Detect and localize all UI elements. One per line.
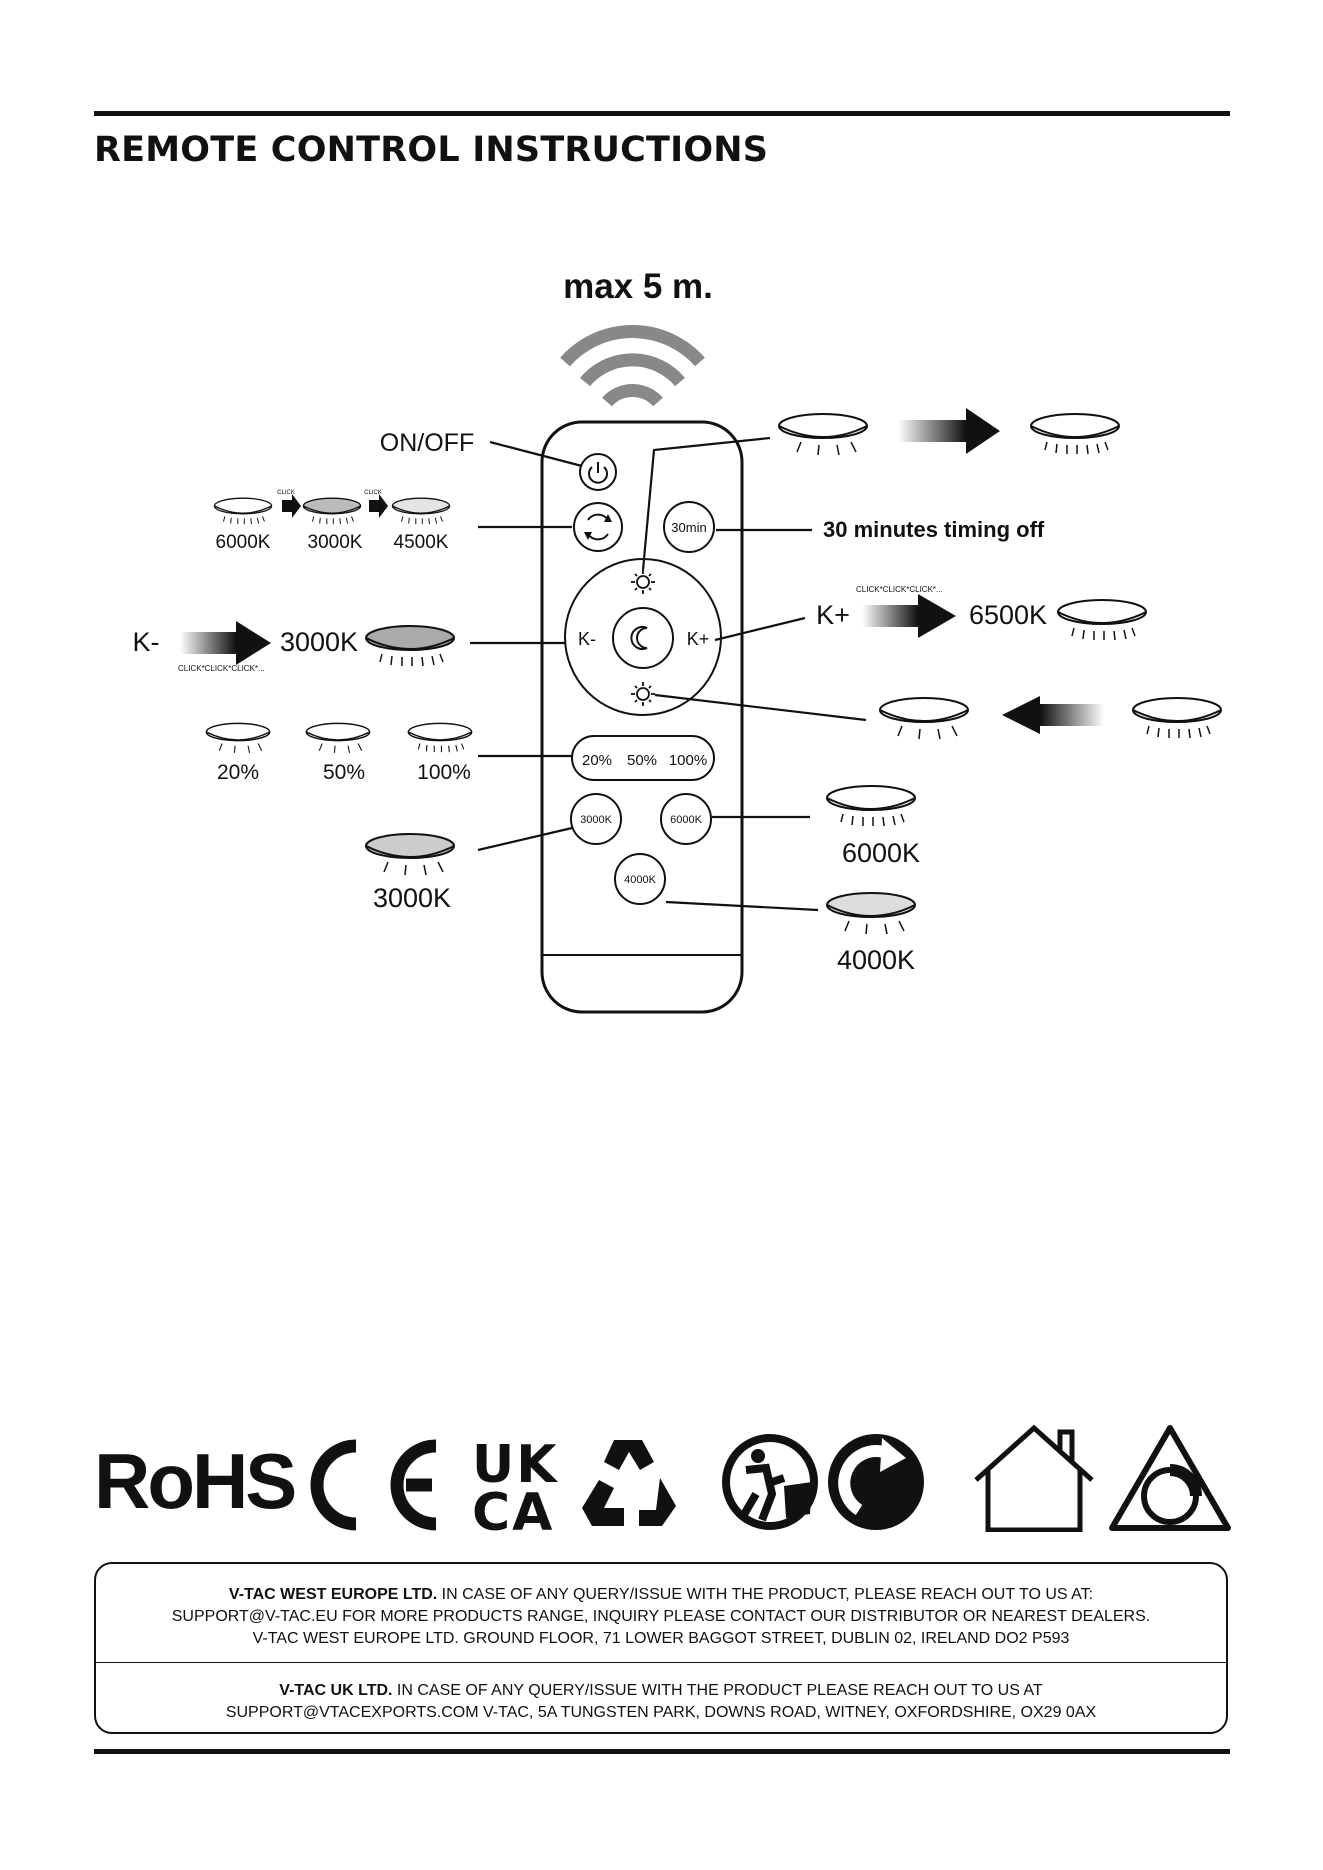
- power-button[interactable]: [579, 453, 617, 491]
- k-plus-row-clicks: CLICK*CLICK*CLICK*...: [856, 585, 943, 594]
- k-minus-button[interactable]: K-: [578, 629, 596, 649]
- tidyman-icon: [722, 1434, 818, 1530]
- dimming-illustration: 20% 50% 100%: [205, 722, 473, 784]
- uk-line1: IN CASE OF ANY QUERY/ISSUE WITH THE PROD…: [392, 1682, 1043, 1699]
- ukca-bottom: CA: [472, 1483, 554, 1532]
- cycle-button[interactable]: [573, 502, 623, 552]
- dim-row-100: 100%: [417, 761, 471, 784]
- page-title: REMOTE CONTROL INSTRUCTIONS: [94, 130, 769, 170]
- top-rule: [94, 111, 1230, 116]
- green-dot-icon: [828, 1434, 924, 1530]
- ukca-top: UK: [472, 1435, 559, 1495]
- preset-4000k-label: 4000K: [624, 874, 656, 886]
- cycle-click-1: CLICK: [277, 490, 295, 496]
- k-minus-row-clicks: CLICK*CLICK*CLICK*...: [178, 664, 265, 673]
- eu-line3: V-TAC WEST EUROPE LTD. GROUND FLOOR, 71 …: [252, 1630, 1070, 1647]
- range-label: max 5 m.: [563, 267, 713, 306]
- dim-100-label: 100%: [669, 752, 707, 769]
- preset-right-top-label: 6000K: [842, 838, 920, 868]
- brightness-down-illustration: [879, 696, 1222, 740]
- timer-button[interactable]: 30min: [663, 501, 715, 553]
- eu-company: V-TAC WEST EUROPE LTD.: [228, 1586, 438, 1603]
- contact-box: V-TAC WEST EUROPE LTD. IN CASE OF ANY QU…: [94, 1562, 1228, 1734]
- preset-3000k-illustration: 3000K: [365, 833, 455, 913]
- dim-50-label: 50%: [627, 752, 657, 769]
- eu-contact: V-TAC WEST EUROPE LTD. IN CASE OF ANY QU…: [96, 1584, 1226, 1650]
- night-mode-button[interactable]: [612, 607, 674, 669]
- k-plus-button-label: K+: [687, 629, 710, 649]
- k-minus-row-label: K-: [133, 627, 160, 657]
- signal-icon: [560, 325, 705, 407]
- dimming-button-group[interactable]: 20% 50% 100%: [571, 735, 715, 781]
- preset-3000k-label: 3000K: [580, 814, 612, 826]
- ukca-mark: UK CA: [472, 1435, 559, 1532]
- indoor-use-icon: [974, 1424, 1094, 1532]
- timer-button-label: 30min: [671, 520, 706, 535]
- preset-right-bottom-label: 4000K: [837, 945, 915, 975]
- rohs-mark: RoHS: [94, 1437, 294, 1525]
- timer-label: 30 minutes timing off: [823, 517, 1045, 542]
- eu-line1: IN CASE OF ANY QUERY/ISSUE WITH THE PROD…: [437, 1586, 1094, 1603]
- certification-logos: RoHS UK CA: [94, 1424, 1231, 1532]
- brightness-up-illustration: [778, 408, 1120, 456]
- cycle-illustration: CLICK CLICK 6000K 3000K 4500K: [213, 490, 451, 553]
- k-minus-illustration: K- CLICK*CLICK*CLICK*... 3000K: [133, 621, 455, 673]
- preset-6000k-label: 6000K: [670, 814, 702, 826]
- eu-line2: SUPPORT@V-TAC.EU FOR MORE PRODUCTS RANGE…: [171, 1608, 1151, 1625]
- dim-row-50: 50%: [323, 761, 365, 784]
- uk-contact: V-TAC UK LTD. IN CASE OF ANY QUERY/ISSUE…: [96, 1680, 1226, 1724]
- uk-company: V-TAC UK LTD.: [279, 1682, 393, 1699]
- cycle-value-6000k: 6000K: [216, 532, 271, 553]
- on-off-label: ON/OFF: [380, 429, 474, 457]
- k-plus-row-value: 6500K: [969, 600, 1047, 630]
- k-minus-row-value: 3000K: [280, 627, 358, 657]
- cycle-click-2: CLICK: [364, 490, 382, 496]
- k-minus-button-label: K-: [578, 629, 596, 649]
- remote-diagram: max 5 m. 30min K- K+: [133, 267, 1222, 1014]
- preset-6000k-illustration: 6000K: [826, 785, 920, 868]
- cycle-value-4500k: 4500K: [394, 532, 449, 553]
- dimmable-icon: [1109, 1425, 1231, 1531]
- cycle-value-3000k: 3000K: [308, 532, 363, 553]
- footer-divider: [96, 1662, 1226, 1663]
- bottom-rule: [94, 1749, 1230, 1754]
- k-plus-button[interactable]: K+: [687, 629, 710, 649]
- preset-3000k-button[interactable]: 3000K: [570, 793, 622, 845]
- dim-row-20: 20%: [217, 761, 259, 784]
- ce-mark: [310, 1439, 437, 1531]
- k-plus-illustration: K+ CLICK*CLICK*CLICK*... 6500K: [816, 585, 1147, 641]
- moon-icon: [630, 626, 648, 650]
- preset-4000k-button[interactable]: 4000K: [614, 853, 666, 905]
- remote-control: [540, 420, 744, 1014]
- dim-20-label: 20%: [582, 752, 612, 769]
- preset-left-label: 3000K: [373, 883, 451, 913]
- recycling-icon: [582, 1440, 676, 1526]
- leader-lines: [470, 436, 867, 912]
- k-plus-row-label: K+: [816, 600, 850, 630]
- preset-4000k-illustration: 4000K: [826, 892, 916, 975]
- preset-6000k-button[interactable]: 6000K: [660, 793, 712, 845]
- uk-line2: SUPPORT@VTACEXPORTS.COM V-TAC, 5A TUNGST…: [225, 1704, 1097, 1721]
